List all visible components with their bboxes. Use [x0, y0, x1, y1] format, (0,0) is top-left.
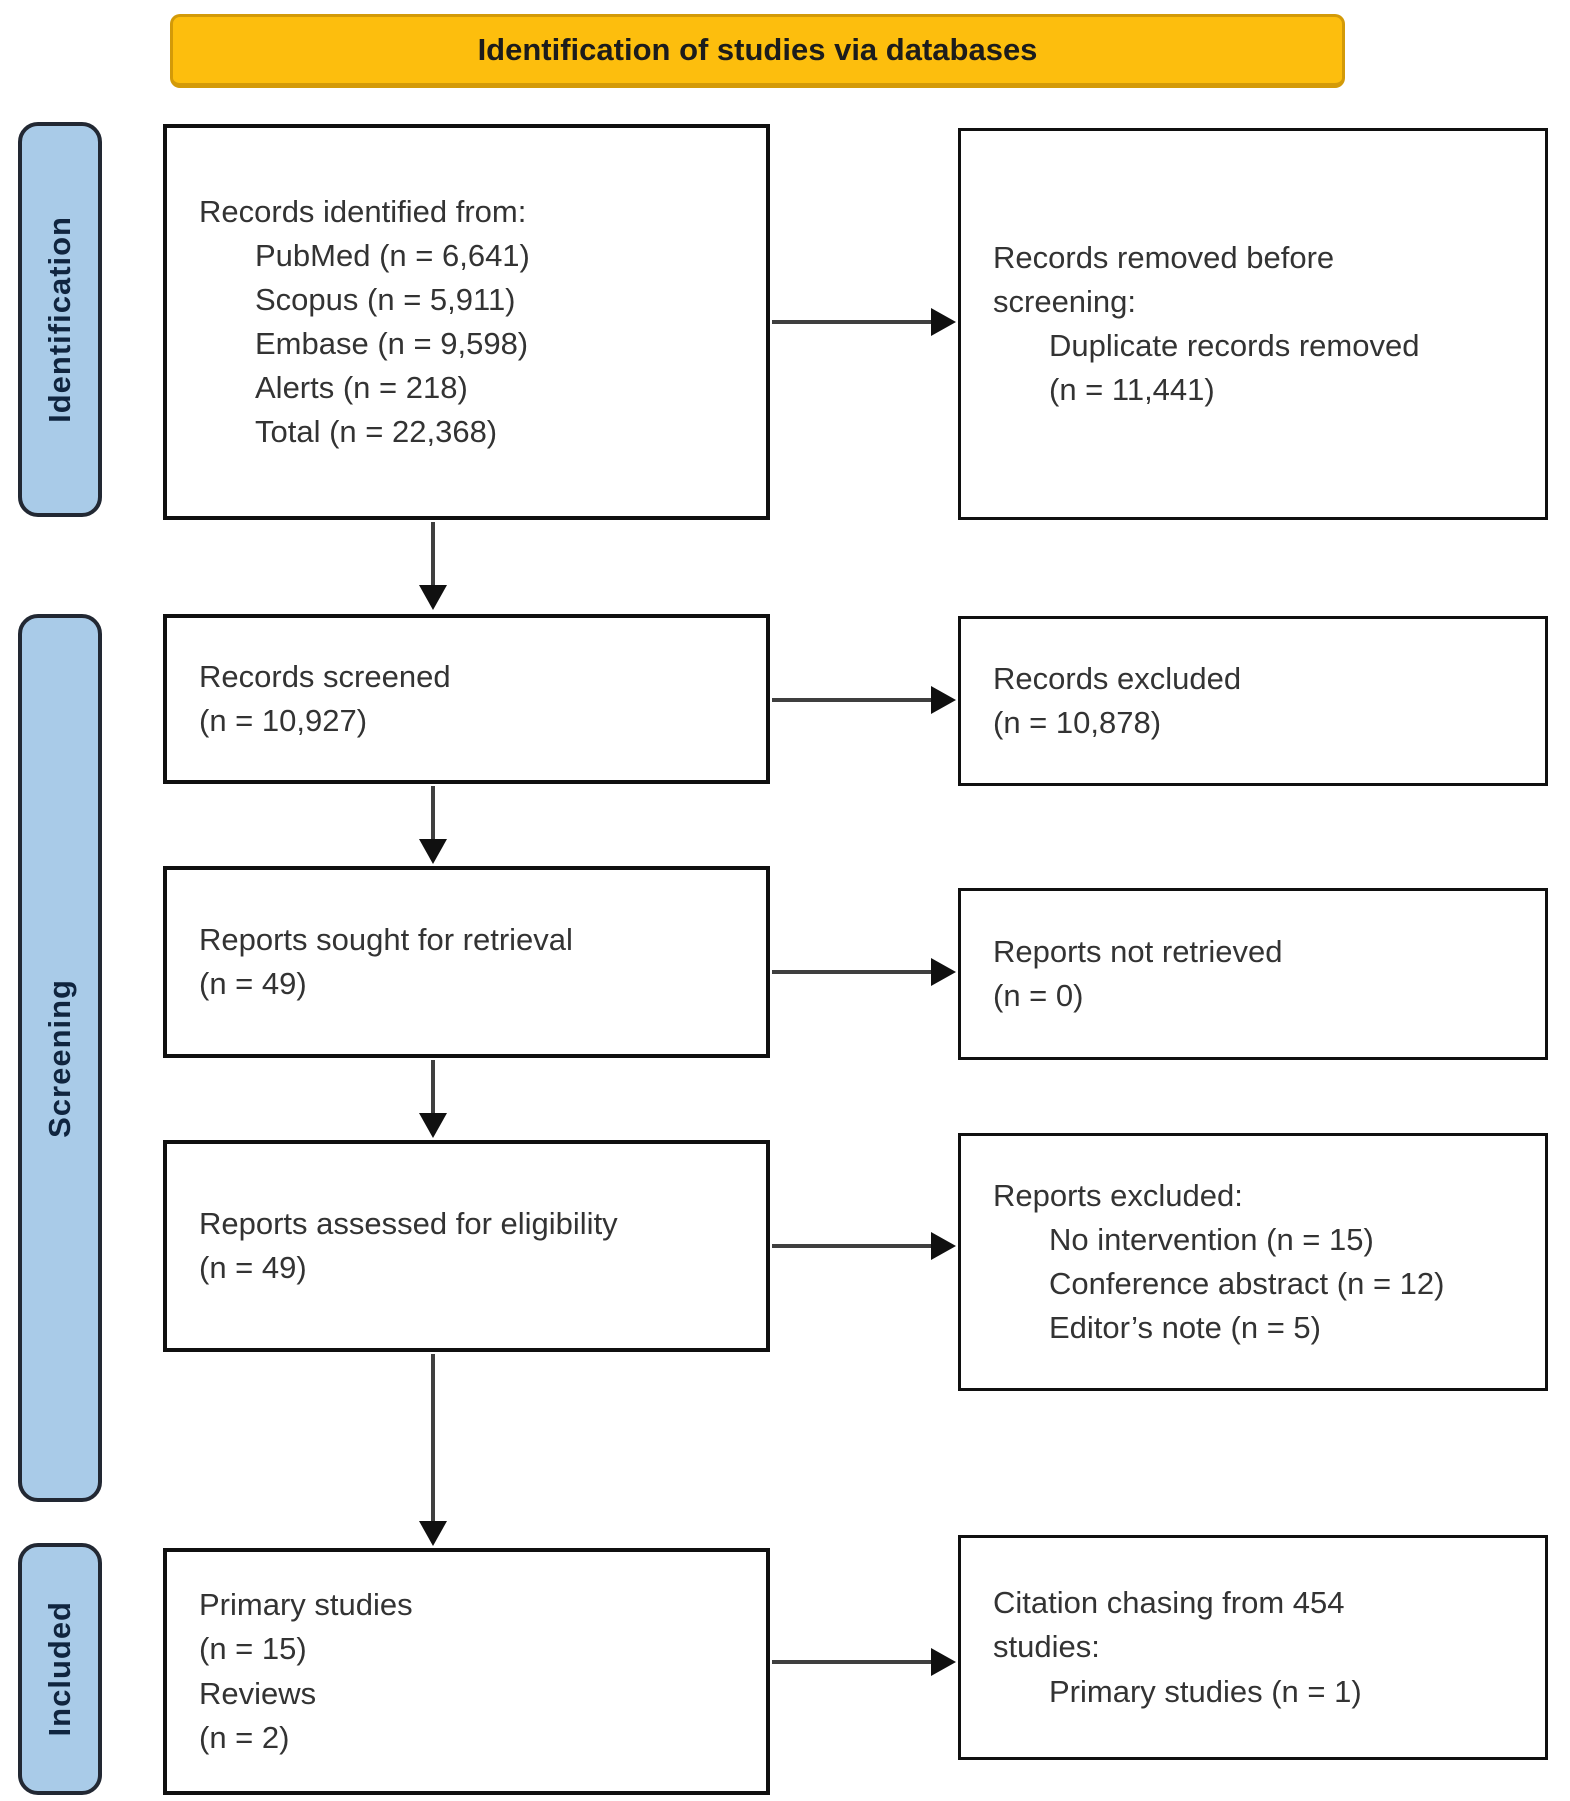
box-citation-chasing: Citation chasing from 454 studies: Prima…	[958, 1535, 1548, 1760]
arrow-right-included-to-citation	[772, 1660, 932, 1664]
stage-screening-label: Screening	[42, 978, 77, 1138]
box-line: Records identified from:	[199, 193, 527, 229]
arrow-right-sought-to-not-retrieved	[772, 970, 932, 974]
arrow-down-screened-to-sought	[431, 786, 435, 840]
box-line: Duplicate records removed	[1049, 328, 1420, 363]
box-records-excluded: Records excluded (n = 10,878)	[958, 616, 1548, 786]
box-line: (n = 2)	[199, 1719, 290, 1755]
box-line: No intervention (n = 15)	[1049, 1221, 1374, 1257]
box-line: PubMed (n = 6,641)	[255, 237, 530, 273]
box-records-removed: Records removed before screening: Duplic…	[958, 128, 1548, 520]
stage-included: Included	[18, 1543, 102, 1795]
box-reports-excluded: Reports excluded: No intervention (n = 1…	[958, 1133, 1548, 1391]
box-line: Scopus (n = 5,911)	[255, 281, 516, 317]
box-line: Embase (n = 9,598)	[255, 326, 529, 361]
box-line: (n = 10,927)	[199, 703, 368, 738]
box-reports-sought: Reports sought for retrieval (n = 49)	[163, 866, 770, 1058]
box-included-studies: Primary studies (n = 15) Reviews (n = 2)	[163, 1548, 770, 1795]
stage-included-label: Included	[42, 1601, 77, 1737]
box-line: Reports sought for retrieval	[199, 921, 573, 957]
box-line: (n = 15)	[199, 1631, 307, 1667]
box-line: screening:	[993, 283, 1137, 319]
stage-identification: Identification	[18, 122, 102, 517]
box-records-screened: Records screened (n = 10,927)	[163, 614, 770, 784]
box-line: Primary studies	[199, 1587, 413, 1623]
box-line: (n = 49)	[199, 1250, 307, 1285]
banner-label: Identification of studies via databases	[477, 32, 1038, 67]
box-line: Alerts (n = 218)	[255, 370, 468, 406]
box-line: Reviews	[199, 1675, 317, 1711]
box-line: (n = 49)	[199, 966, 307, 1001]
box-line: Records removed before	[993, 239, 1335, 275]
box-line: (n = 0)	[993, 978, 1084, 1013]
box-line: Records excluded	[993, 660, 1242, 696]
box-reports-not-retrieved: Reports not retrieved (n = 0)	[958, 888, 1548, 1060]
arrow-right-screened-to-excluded	[772, 698, 932, 702]
box-line: (n = 11,441)	[1049, 372, 1215, 408]
box-line: Records screened	[199, 658, 451, 694]
box-line: Reports assessed for eligibility	[199, 1205, 618, 1241]
box-line: Total (n = 22,368)	[255, 414, 498, 450]
arrow-down-sought-to-assessed	[431, 1060, 435, 1114]
arrow-down-identified-to-screened	[431, 522, 435, 586]
box-reports-assessed: Reports assessed for eligibility (n = 49…	[163, 1140, 770, 1352]
arrow-right-assessed-to-excluded	[772, 1244, 932, 1248]
stage-screening: Screening	[18, 614, 102, 1502]
box-line: Reports excluded:	[993, 1177, 1243, 1213]
arrow-right-identified-to-removed	[772, 320, 932, 324]
box-line: Conference abstract (n = 12)	[1049, 1266, 1445, 1301]
box-line: Citation chasing from 454	[993, 1585, 1345, 1621]
stage-identification-label: Identification	[42, 216, 77, 423]
arrow-down-assessed-to-included	[431, 1354, 435, 1522]
box-line: studies:	[993, 1629, 1100, 1665]
box-line: (n = 10,878)	[993, 705, 1162, 740]
box-records-identified: Records identified from: PubMed (n = 6,6…	[163, 124, 770, 520]
box-line: Reports not retrieved	[993, 933, 1283, 969]
box-line: Editor’s note (n = 5)	[1049, 1310, 1321, 1346]
banner-identification-via-databases: Identification of studies via databases	[170, 14, 1345, 88]
box-line: Primary studies (n = 1)	[1049, 1673, 1362, 1709]
